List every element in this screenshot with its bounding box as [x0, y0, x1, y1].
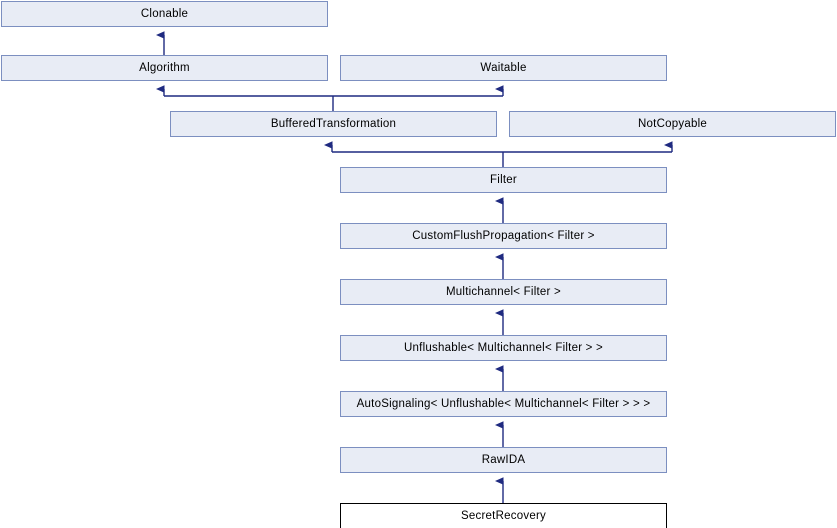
class-node-bufferedtransformation[interactable]: BufferedTransformation — [170, 111, 497, 137]
class-node-notcopyable[interactable]: NotCopyable — [509, 111, 836, 137]
class-node-clonable[interactable]: Clonable — [1, 1, 328, 27]
class-node-secretrecovery[interactable]: SecretRecovery — [340, 503, 667, 528]
class-node-filter[interactable]: Filter — [340, 167, 667, 193]
class-node-unflushable[interactable]: Unflushable< Multichannel< Filter > > — [340, 335, 667, 361]
class-node-autosignaling[interactable]: AutoSignaling< Unflushable< Multichannel… — [340, 391, 667, 417]
class-node-label: NotCopyable — [637, 118, 707, 130]
class-node-label: Filter — [490, 174, 517, 186]
class-node-multichannel[interactable]: Multichannel< Filter > — [340, 279, 667, 305]
class-node-label: Algorithm — [139, 62, 190, 74]
edge-bus-row1 — [164, 95, 503, 111]
class-node-label: Clonable — [140, 8, 189, 20]
class-node-label: Unflushable< Multichannel< Filter > > — [403, 342, 603, 354]
class-node-waitable[interactable]: Waitable — [340, 55, 667, 81]
class-node-label: Waitable — [480, 62, 527, 74]
class-node-label: Multichannel< Filter > — [445, 286, 561, 298]
class-node-customflushpropagation[interactable]: CustomFlushPropagation< Filter > — [340, 223, 667, 249]
class-node-rawida[interactable]: RawIDA — [340, 447, 667, 473]
class-node-algorithm[interactable]: Algorithm — [1, 55, 328, 81]
edge-bus-row2 — [332, 151, 672, 167]
class-node-label: BufferedTransformation — [270, 118, 397, 130]
class-node-label: AutoSignaling< Unflushable< Multichannel… — [356, 398, 651, 410]
class-node-label: CustomFlushPropagation< Filter > — [412, 230, 595, 242]
class-node-label: RawIDA — [481, 454, 526, 466]
class-node-label: SecretRecovery — [460, 510, 547, 522]
